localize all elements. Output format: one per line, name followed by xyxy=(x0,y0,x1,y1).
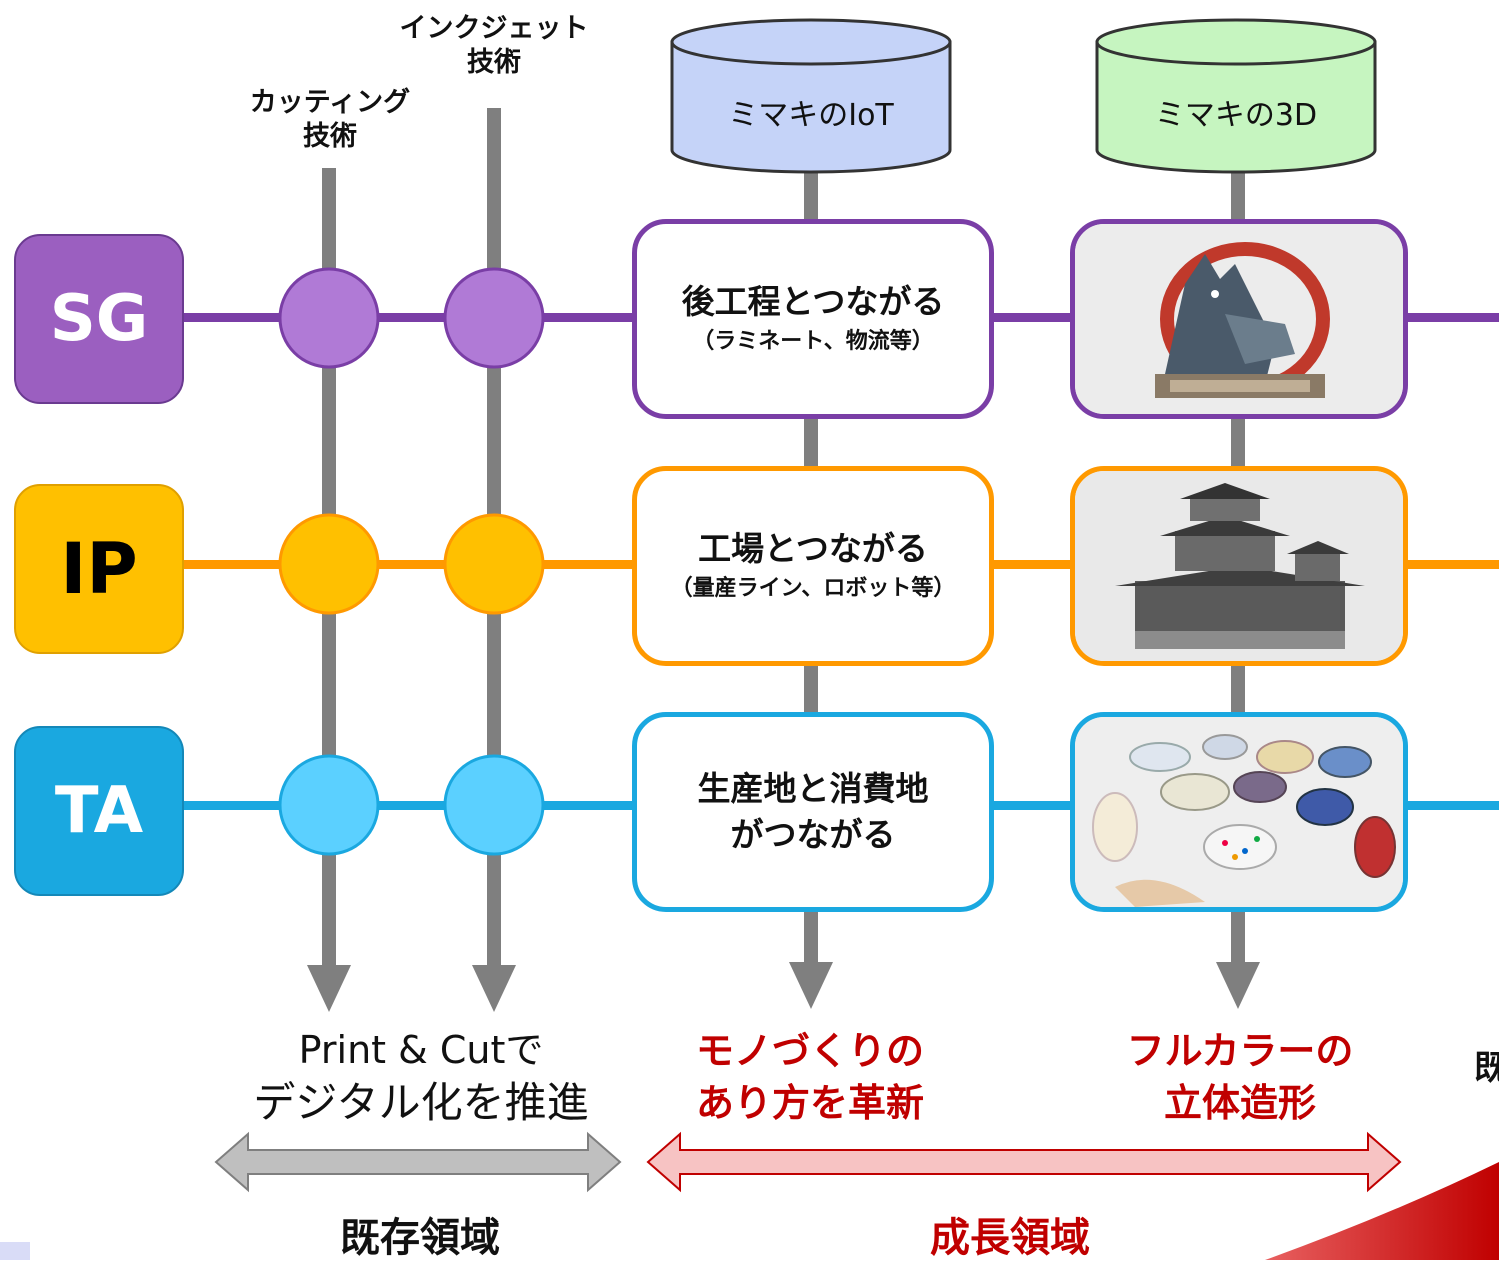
growth-region-label: 成長領域 xyxy=(930,1215,1090,1261)
tech-nodes xyxy=(278,267,545,856)
d3-cylinder xyxy=(1095,18,1377,174)
iot-cylinder-label: ミマキのIoT xyxy=(728,98,894,133)
cutting-tech-label: カッティング 技術 xyxy=(249,87,411,152)
iot-outcome-line1: モノづくりの xyxy=(695,1029,924,1073)
iot-outcome-line2: あり方を革新 xyxy=(695,1081,924,1125)
ta-iot-title-line2: がつながる xyxy=(730,815,896,854)
castle-model-icon xyxy=(1075,471,1403,661)
existing-region-arrow xyxy=(214,1131,622,1193)
castle-model-photo xyxy=(1070,466,1408,666)
ta-segment-badge: TA xyxy=(14,726,184,896)
growth-region-arrow xyxy=(646,1131,1402,1193)
ta-iot-box: 生産地と消費地 がつながる xyxy=(632,712,994,912)
sg-iot-subtitle: （ラミネート、物流等） xyxy=(692,329,934,354)
iot-axis-arrow xyxy=(789,962,833,1009)
ip-cutting-node xyxy=(278,513,380,615)
ip-iot-box: 工場とつながる （量産ライン、ロボット等） xyxy=(632,466,994,666)
d3-outcome-line2: 立体造形 xyxy=(1163,1081,1316,1125)
inkjet-tech-label: インクジェット 技術 xyxy=(399,13,589,78)
ip-segment-badge: IP xyxy=(14,484,184,654)
d3-outcome-line1: フルカラーの xyxy=(1126,1029,1354,1073)
sg-iot-box: 後工程とつながる （ラミネート、物流等） xyxy=(632,219,994,419)
iot-outcome: モノづくりの あり方を革新 xyxy=(640,1025,980,1129)
ta-iot-title-line1: 生産地と消費地 xyxy=(697,769,929,808)
sg-segment-badge: SG xyxy=(14,234,184,404)
cut-off-label: 既 xyxy=(1474,1048,1499,1088)
ta-badge-label: TA xyxy=(54,774,144,848)
inkjet-axis-arrow xyxy=(472,965,516,1012)
sg-badge-label: SG xyxy=(49,282,149,356)
ip-inkjet-node xyxy=(443,513,545,615)
existing-outcome-line1: Print & Cutで xyxy=(298,1028,544,1072)
dragon-model-icon xyxy=(1075,224,1403,414)
ip-iot-title: 工場とつながる xyxy=(698,529,928,568)
corner-square-decoration xyxy=(0,1242,30,1260)
ip-badge-label: IP xyxy=(60,528,138,610)
sg-iot-title: 後工程とつながる xyxy=(681,282,945,321)
dragon-model-photo xyxy=(1070,219,1408,419)
ta-inkjet-node xyxy=(443,754,545,856)
existing-region-label: 既存領域 xyxy=(340,1215,500,1261)
d3-cylinder-label: ミマキの3D xyxy=(1154,98,1318,133)
d3-outcome: フルカラーの 立体造形 xyxy=(1080,1025,1400,1129)
cutting-axis-arrow xyxy=(307,965,351,1012)
d3-axis-arrow xyxy=(1216,962,1260,1009)
buttons-icon xyxy=(1075,717,1403,907)
ta-cutting-node xyxy=(278,754,380,856)
existing-outcome: Print & Cutで デジタル化を推進 xyxy=(205,1025,637,1131)
buttons-photo xyxy=(1070,712,1408,912)
iot-cylinder xyxy=(670,18,952,174)
sg-cutting-node xyxy=(278,267,380,369)
ip-iot-subtitle: （量産ライン、ロボット等） xyxy=(670,576,956,601)
red-swoosh-decoration xyxy=(1265,1162,1499,1260)
existing-outcome-line2: デジタル化を推進 xyxy=(253,1078,589,1127)
sg-inkjet-node xyxy=(443,267,545,369)
